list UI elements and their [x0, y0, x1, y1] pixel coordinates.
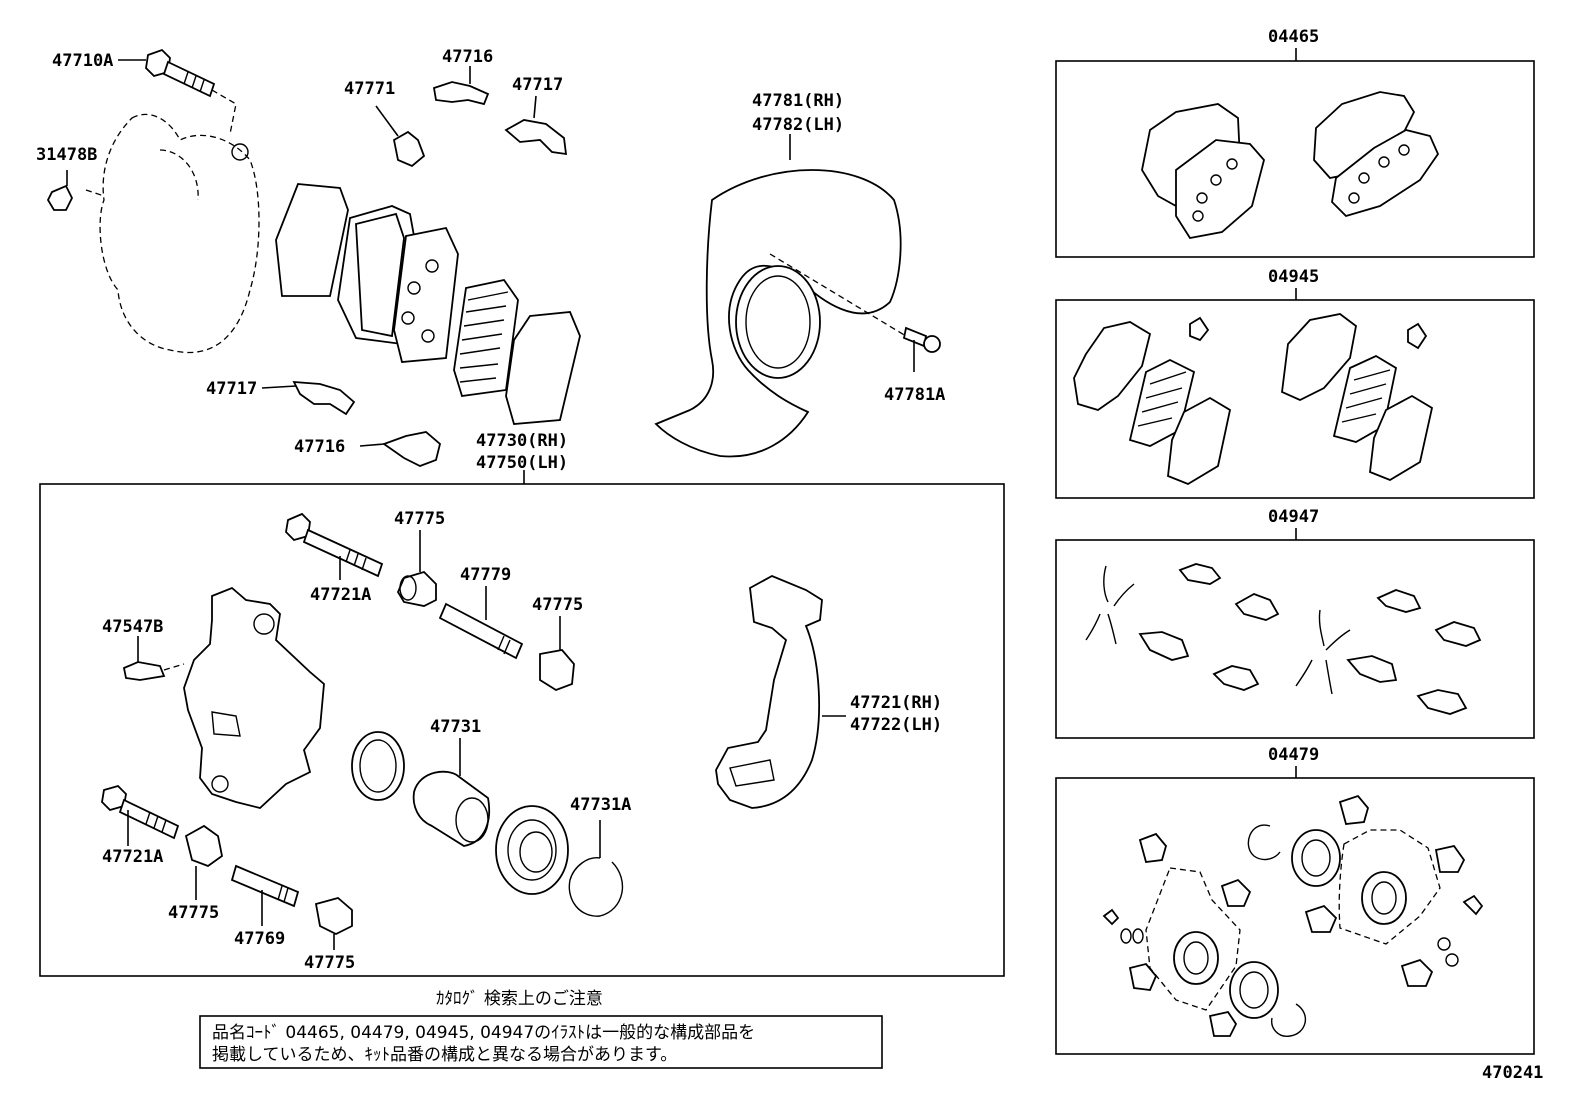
- label-47750-lh: 47750(LH): [476, 453, 568, 473]
- seal-ring-drawing: [351, 731, 405, 801]
- boot-47775-b-drawing: [539, 616, 575, 691]
- label-47775-a: 47775: [394, 509, 445, 529]
- clip-47716-top-drawing: [432, 66, 490, 106]
- caliper-body-drawing: [183, 586, 325, 809]
- notice-line-1: 品名ｺｰﾄﾞ 04465, 04479, 04945, 04947のｲﾗｽﾄは一…: [212, 1023, 755, 1043]
- label-47779: 47779: [460, 565, 511, 585]
- notice-line-2: 掲載しているため、ｷｯﾄ品番の構成と異なる場合があります。: [212, 1045, 677, 1065]
- label-47775-b: 47775: [532, 595, 583, 615]
- kit-box-04479: [1055, 777, 1535, 1055]
- bolt-47710A-drawing: [145, 48, 237, 135]
- kit-box-04465: [1055, 60, 1535, 258]
- boot-47775-c-drawing: [184, 824, 223, 900]
- label-47769: 47769: [234, 929, 285, 949]
- label-47722-lh: 47722(LH): [850, 715, 942, 735]
- clip-47717-top-drawing: [504, 95, 568, 156]
- bolt-47721A-bottom-drawing: [101, 784, 180, 846]
- label-47717-bottom: 47717: [206, 379, 257, 399]
- clip-47717-bottom-drawing: [261, 380, 356, 416]
- label-31478B: 31478B: [36, 145, 97, 165]
- kit-box-04945: [1055, 299, 1535, 499]
- kit-label-04465: 04465: [1268, 27, 1319, 47]
- label-47731: 47731: [430, 717, 481, 737]
- pin-47779-drawing: [438, 586, 524, 660]
- kit-04945-shims-drawing: [1073, 313, 1434, 486]
- label-47721A-top: 47721A: [310, 585, 371, 605]
- dust-shield-drawing: [654, 134, 907, 458]
- kit-box-04947: [1055, 539, 1535, 739]
- piston-47731-drawing: [412, 738, 491, 847]
- label-47782-lh: 47782(LH): [752, 115, 844, 135]
- label-47771: 47771: [344, 79, 395, 99]
- label-47731A: 47731A: [570, 795, 631, 815]
- notice-heading: ｶﾀﾛｸﾞ 検索上のご注意: [436, 989, 603, 1009]
- kit-04479-seals-drawing: [1102, 794, 1484, 1037]
- label-47710A: 47710A: [52, 51, 113, 71]
- bleeder-31478B-drawing: [46, 170, 74, 211]
- label-47716-bottom: 47716: [294, 437, 345, 457]
- kit-04465-pads-drawing: [1141, 91, 1440, 239]
- bolt-47721A-top-drawing: [285, 512, 384, 580]
- mounting-bracket-drawing: [715, 575, 846, 809]
- pin-47769-drawing: [230, 864, 300, 926]
- label-47717-top: 47717: [512, 75, 563, 95]
- figure-number: 470241: [1482, 1063, 1543, 1083]
- label-47730-rh: 47730(RH): [476, 431, 568, 451]
- label-47716-top: 47716: [442, 47, 493, 67]
- notice-box: [199, 1015, 883, 1069]
- bleeder-47547B-drawing: [122, 636, 185, 681]
- kit-label-04947: 04947: [1268, 507, 1319, 527]
- caliper-assembly-box: [39, 483, 1005, 977]
- bolt-47781A-drawing: [902, 326, 941, 372]
- label-47781-rh: 47781(RH): [752, 91, 844, 111]
- piston-boot-drawing: [495, 805, 569, 895]
- kit-04947-clips-drawing: [1085, 563, 1482, 715]
- kit-label-04479: 04479: [1268, 745, 1319, 765]
- pad-set-upper-drawing: [275, 183, 581, 425]
- boot-47775-d-drawing: [314, 897, 353, 950]
- label-47775-c: 47775: [168, 903, 219, 923]
- clip-47716-bottom-drawing: [359, 431, 442, 467]
- boot-47775-a-drawing: [396, 530, 437, 607]
- ring-47731A-drawing: [568, 820, 624, 917]
- label-47721-rh: 47721(RH): [850, 693, 942, 713]
- label-47781A: 47781A: [884, 385, 945, 405]
- label-47547B: 47547B: [102, 617, 163, 637]
- caliper-outline-upper-drawing: [85, 113, 260, 354]
- kit-label-04945: 04945: [1268, 267, 1319, 287]
- label-47775-d: 47775: [304, 953, 355, 973]
- label-47721A-bottom: 47721A: [102, 847, 163, 867]
- clip-47771-drawing: [375, 105, 426, 168]
